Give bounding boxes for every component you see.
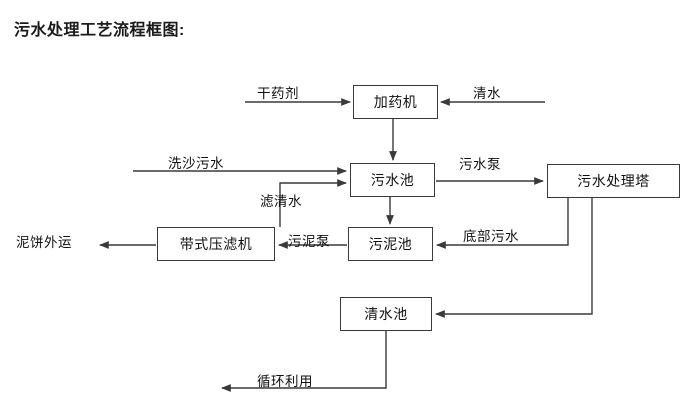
edge-label-mud-cake-out: 泥饼外运 [16, 235, 72, 250]
node-sludge-pool[interactable]: 污泥池 [348, 227, 433, 261]
node-sewage-pool[interactable]: 污水池 [350, 163, 435, 197]
edge-label-sand-wash-sewage: 洗沙污水 [168, 156, 224, 171]
node-label: 清水池 [364, 306, 408, 322]
node-belt-filter-press[interactable]: 带式压滤机 [157, 227, 275, 261]
node-label: 加药机 [373, 94, 418, 110]
page-title: 污水处理工艺流程框图: [14, 22, 185, 39]
flow-tower-to-clear-pool [435, 198, 593, 318]
edge-label-sewage-pump: 污水泵 [459, 157, 501, 172]
edge-label-filtered-clear-water: 滤清水 [260, 194, 302, 209]
edge-label-bottom-sewage: 底部污水 [463, 229, 519, 244]
node-treatment-tower[interactable]: 污水处理塔 [547, 164, 680, 198]
node-label: 污水处理塔 [577, 173, 650, 189]
node-clear-water-pool[interactable]: 清水池 [340, 297, 432, 331]
node-dosing-machine[interactable]: 加药机 [353, 85, 438, 119]
edge-label-recycle-use: 循环利用 [257, 374, 313, 389]
node-label: 带式压滤机 [179, 236, 253, 252]
node-label: 污泥池 [368, 236, 413, 252]
flow-filtered-water-to-sewage-pool [279, 179, 347, 227]
flow-clear-pool-to-recycle [221, 331, 387, 392]
node-label: 污水池 [370, 172, 415, 188]
edge-label-dry-chemical: 干药剂 [257, 86, 299, 101]
edge-label-clean-water: 清水 [473, 86, 501, 101]
flow-tower-to-sludge-pool [436, 198, 569, 249]
edge-label-sludge-pump: 污泥泵 [288, 234, 330, 249]
